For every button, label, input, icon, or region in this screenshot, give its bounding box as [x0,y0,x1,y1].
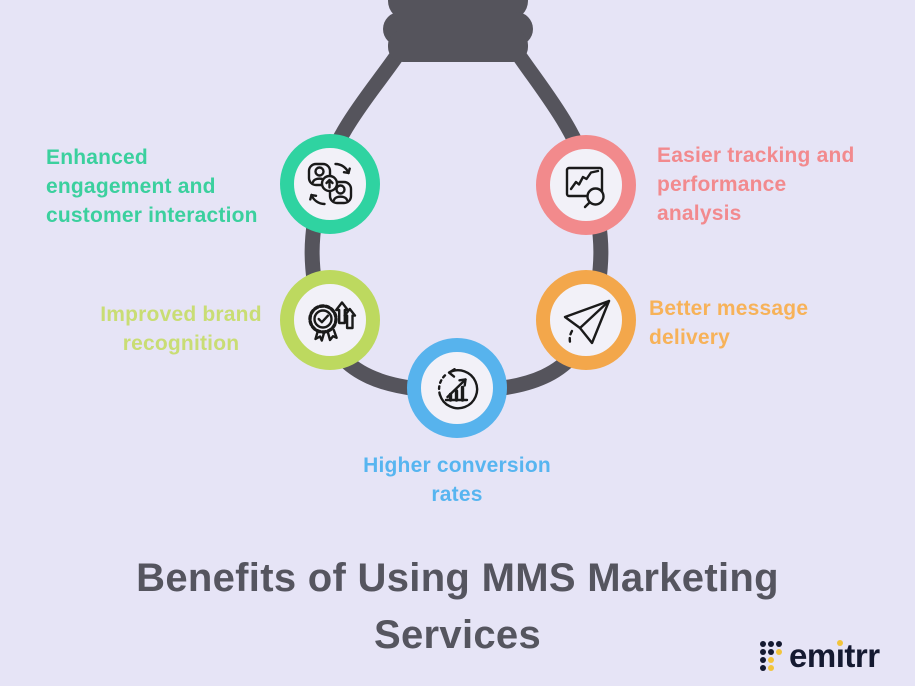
logo-grid-dot [776,657,782,663]
benefit-circle-brand [280,270,380,370]
benefit-label-tracking: Easier tracking and performance analysis [657,144,855,225]
logo-grid-dot [768,664,774,671]
logo-grid-dot [760,664,766,671]
logo-grid-dot [768,656,774,663]
emitrr-logo-dots-icon [760,640,782,671]
logo-text-part3: trr [844,637,880,674]
benefit-circle-delivery [536,270,636,370]
logo-grid-dot [760,656,766,663]
bulb-screw-base [383,0,533,62]
logo-grid-dot [768,640,774,647]
chart-magnifier-icon [565,166,605,209]
people-sync-icon [307,162,353,206]
logo-i-dot-icon [837,640,844,646]
logo-grid-dot [776,640,782,647]
logo-grid-dot [760,640,766,647]
benefit-circle-conversion [407,338,507,438]
logo-grid-dot [776,665,782,671]
page-title: Benefits of Using MMS Marketing Services [136,556,779,657]
benefit-label-delivery: Better message delivery [649,297,809,349]
award-arrows-icon [308,301,357,342]
benefit-label-engagement: Enhanced engagement and customer interac… [46,146,258,227]
benefit-label-brand: Improved brand recognition [100,303,262,355]
paper-plane-icon [563,299,611,345]
logo-grid-dot [760,648,766,655]
logo-text-part1: em [789,637,836,674]
logo-grid-dot [768,648,774,655]
logo-grid-dot [776,648,782,655]
logo-text-i: ı [835,637,845,674]
benefit-label-conversion: Higher conversion rates [363,454,551,506]
benefit-circle-tracking [536,135,636,235]
growth-chart-icon [437,368,479,410]
